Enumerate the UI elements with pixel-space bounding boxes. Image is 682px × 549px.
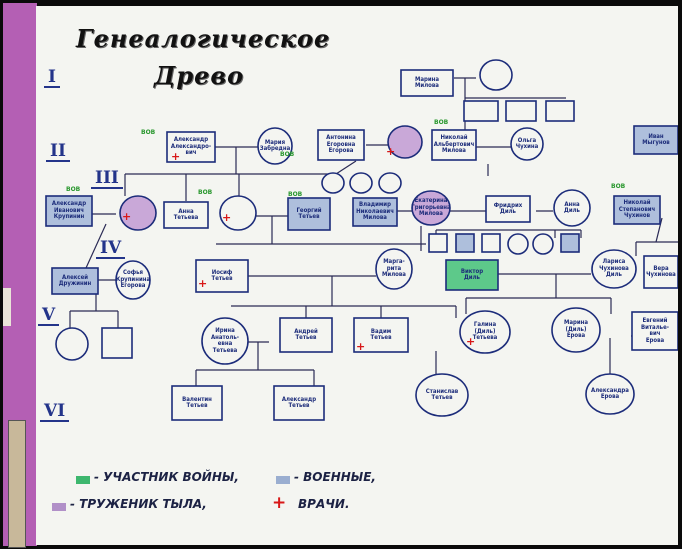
female-node bbox=[411, 190, 451, 226]
female-node bbox=[115, 260, 151, 300]
tree-lines bbox=[45, 59, 678, 421]
male-node bbox=[485, 195, 531, 223]
male-node bbox=[463, 100, 499, 122]
doctor-cross: + bbox=[171, 150, 181, 163]
female-node bbox=[219, 195, 257, 231]
male-node bbox=[287, 197, 331, 231]
genealogy-board: Генеалогическое Древо I II III IV V VI М… bbox=[36, 6, 678, 545]
war-tag: ВОВ bbox=[434, 119, 449, 126]
male-node bbox=[643, 255, 678, 289]
male-node bbox=[163, 201, 209, 229]
female-node bbox=[591, 249, 637, 289]
legend-doctor: ВРАЧИ. bbox=[298, 497, 350, 511]
female-node bbox=[387, 125, 423, 159]
male-node bbox=[317, 129, 365, 161]
war-tag: ВОВ bbox=[280, 151, 295, 158]
female-node bbox=[551, 307, 601, 353]
male-node bbox=[45, 195, 93, 227]
female-node bbox=[479, 59, 513, 91]
female-node bbox=[510, 127, 544, 161]
doctor-cross: + bbox=[356, 340, 366, 353]
female-node bbox=[459, 310, 511, 354]
female-node bbox=[553, 189, 591, 227]
war-tag: ВОВ bbox=[611, 183, 626, 190]
male-node bbox=[455, 233, 475, 253]
male-node bbox=[273, 385, 325, 421]
male-node bbox=[631, 311, 678, 351]
legend-swatch-home-front bbox=[52, 503, 66, 511]
doctor-cross: + bbox=[386, 145, 396, 158]
female-node bbox=[321, 172, 345, 194]
male-node bbox=[545, 100, 575, 122]
diagram-title-line2: Древо bbox=[154, 61, 245, 90]
male-node bbox=[166, 131, 216, 163]
diagram-title-line1: Генеалогическое bbox=[76, 24, 331, 53]
wall-note bbox=[3, 288, 11, 326]
doctor-cross: + bbox=[122, 210, 132, 223]
male-node bbox=[195, 259, 249, 293]
legend-swatch-war bbox=[76, 476, 90, 484]
female-node bbox=[201, 317, 249, 365]
male-node bbox=[353, 317, 409, 353]
generation-label-3: III bbox=[91, 169, 123, 189]
side-photo bbox=[8, 420, 26, 548]
legend-war: - УЧАСТНИК ВОЙНЫ, bbox=[94, 470, 239, 484]
male-node bbox=[171, 385, 223, 421]
generation-label-6: VI bbox=[40, 402, 70, 422]
generation-label-5: V bbox=[38, 306, 60, 326]
legend-military: - ВОЕННЫЕ, bbox=[294, 470, 376, 484]
generation-label-1: I bbox=[44, 68, 60, 88]
female-node bbox=[257, 127, 293, 165]
male-node bbox=[445, 259, 499, 291]
war-tag: ВОВ bbox=[66, 186, 81, 193]
female-node bbox=[585, 373, 635, 415]
legend-doctor-cross: + bbox=[272, 493, 287, 513]
male-node bbox=[633, 125, 678, 155]
male-node bbox=[279, 317, 333, 353]
male-node bbox=[101, 327, 133, 359]
male-node bbox=[560, 233, 580, 253]
doctor-cross: + bbox=[198, 277, 208, 290]
war-tag: ВОВ bbox=[288, 191, 303, 198]
female-node bbox=[349, 172, 373, 194]
male-node bbox=[481, 233, 501, 253]
female-node bbox=[375, 248, 413, 290]
male-node bbox=[431, 129, 477, 161]
female-node bbox=[415, 373, 469, 417]
female-node bbox=[532, 233, 554, 255]
doctor-cross: + bbox=[466, 335, 476, 348]
male-node bbox=[51, 267, 99, 295]
legend-home-front: - ТРУЖЕНИК ТЫЛА, bbox=[70, 497, 207, 511]
male-node bbox=[613, 195, 661, 225]
generation-label-2: II bbox=[46, 142, 70, 162]
male-node bbox=[400, 69, 454, 97]
male-node bbox=[505, 100, 537, 122]
female-node bbox=[507, 233, 529, 255]
female-node bbox=[119, 195, 157, 231]
female-node bbox=[55, 327, 89, 361]
male-node bbox=[428, 233, 448, 253]
female-node bbox=[378, 172, 402, 194]
war-tag: ВОВ bbox=[141, 129, 156, 136]
legend-swatch-military bbox=[276, 476, 290, 484]
generation-label-4: IV bbox=[96, 239, 126, 259]
male-node bbox=[352, 197, 398, 227]
doctor-cross: + bbox=[222, 211, 232, 224]
war-tag: ВОВ bbox=[198, 189, 213, 196]
